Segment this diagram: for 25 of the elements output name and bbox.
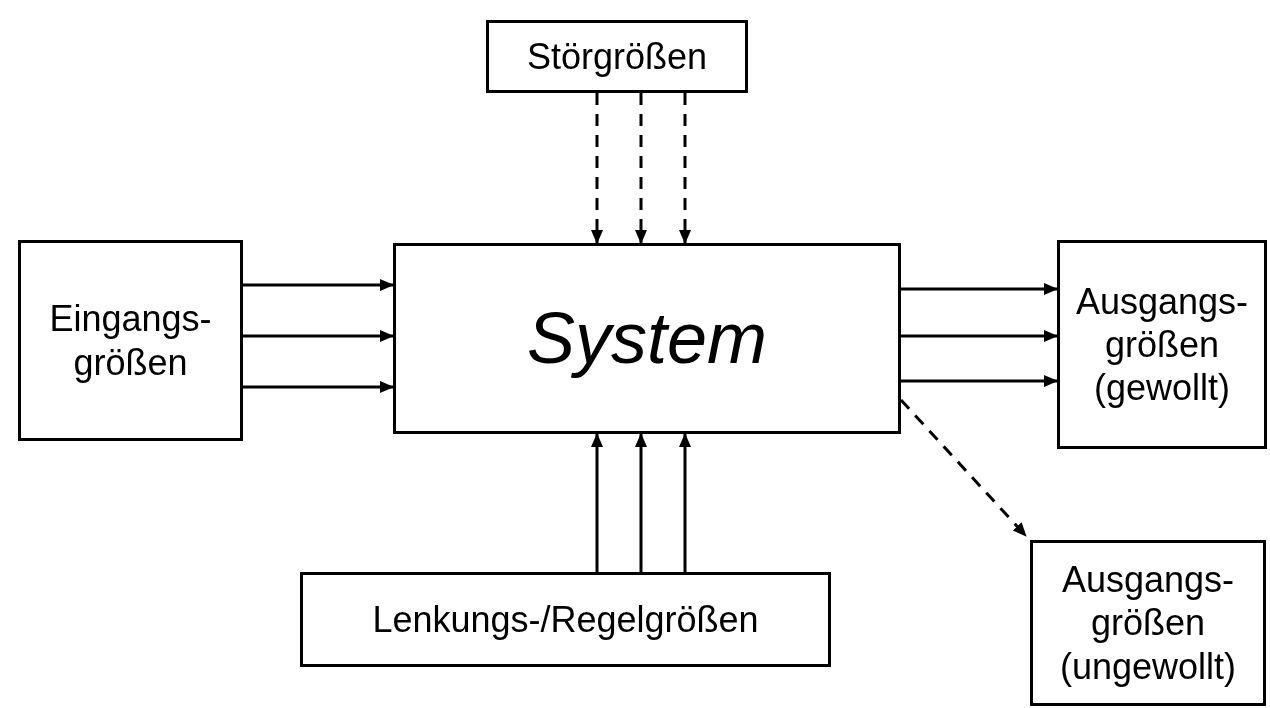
dashed-arrow xyxy=(635,93,647,244)
process-box xyxy=(486,20,748,93)
dashed-arrow xyxy=(679,93,691,244)
node-label: Ausgangs- größen (gewollt) xyxy=(1074,279,1250,410)
arrow xyxy=(591,433,603,572)
process-box xyxy=(1030,540,1266,706)
node-label: Lenkungs-/Regelgrößen xyxy=(372,597,759,642)
system-label: System xyxy=(526,297,767,381)
dashed-arrow xyxy=(899,399,1028,537)
process-box xyxy=(300,572,831,667)
arrow xyxy=(679,433,691,572)
arrow xyxy=(243,279,394,291)
arrow xyxy=(901,330,1058,342)
arrow xyxy=(243,381,394,393)
node-label: Störgrößen xyxy=(526,34,708,79)
arrow xyxy=(243,330,394,342)
arrow xyxy=(635,433,647,572)
dashed-arrow xyxy=(591,93,603,244)
process-box xyxy=(1057,240,1267,449)
arrow xyxy=(901,375,1058,387)
node-label: Eingangs- größen xyxy=(48,297,213,384)
process-box xyxy=(18,240,243,441)
node-label: Ausgangs- größen (ungewollt) xyxy=(1058,558,1238,688)
arrow xyxy=(901,283,1058,295)
system-box xyxy=(393,243,901,434)
